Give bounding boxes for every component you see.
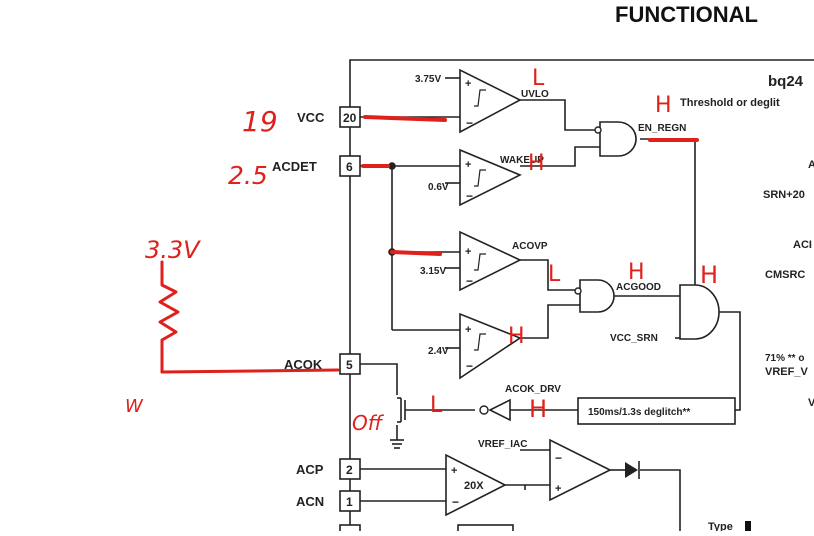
deglitch-label: 150ms/1.3s deglitch** — [588, 407, 690, 418]
right-label-vref: VREF_V — [765, 366, 808, 378]
annotation-acgood-state: H — [628, 260, 645, 285]
acovp-ref-label: 3.15V — [420, 266, 446, 277]
annotation-pullup: 3.3V — [145, 236, 201, 264]
uvlo-ref-label: 3.75V — [415, 74, 441, 85]
ink-acok-wire — [160, 368, 340, 374]
acok-fet — [397, 397, 406, 423]
pin-vcc: VCC 20 — [297, 106, 361, 128]
svg-text:+: + — [465, 159, 471, 171]
annotation-uvlo-state: L — [532, 66, 545, 91]
chip-note: Threshold or deglit — [680, 97, 780, 109]
type-marker — [745, 521, 751, 531]
svg-text:+: + — [451, 465, 457, 477]
current-sense-amplifier: + − 20X — [445, 453, 507, 517]
right-label-ac: ACI — [793, 239, 812, 251]
comparator-uvlo: + − 3.75V UVLO — [415, 68, 549, 134]
annotation-en-regn-state: H — [655, 93, 672, 118]
ink-resistor — [158, 260, 180, 374]
pin-acp: ACP 2 — [296, 458, 361, 480]
acok-driver: ACOK_DRV 150ms/1.3s deglitch** — [479, 384, 736, 425]
uvlo-output-label: UVLO — [521, 89, 549, 100]
comparator-acovp: + − 3.15V ACOVP — [420, 230, 548, 292]
annotation-fet-state: Off — [352, 411, 385, 435]
right-labels: A SRN+20 ACI CMSRC 71% ** o VREF_V V Typ… — [708, 159, 814, 533]
svg-text:−: − — [452, 495, 459, 509]
svg-text:+: + — [465, 78, 471, 90]
svg-text:+: + — [555, 483, 561, 495]
annotation-load: W — [125, 396, 144, 417]
svg-text:−: − — [555, 451, 562, 465]
and-gate-output: VCC_SRN — [610, 284, 720, 344]
handwritten-annotations: 19 2.5 3.3V L H H L H H H L H Off W — [125, 66, 718, 435]
annotation-acovp-state: L — [548, 262, 561, 287]
vcc-srn-label: VCC_SRN — [610, 333, 658, 344]
annotation-vcc-value: 19 — [242, 105, 278, 138]
acovp-output-label: ACOVP — [512, 241, 548, 252]
deglitch-box — [577, 397, 736, 425]
annotation-drv-state: L — [430, 393, 443, 418]
pin-vcc-label: VCC — [297, 110, 325, 125]
chip-name: bq24 — [768, 73, 804, 90]
pin-acok-number: 5 — [346, 358, 353, 372]
annotation-and-state: H — [700, 261, 718, 289]
acok-drv-label: ACOK_DRV — [505, 384, 561, 395]
pin-acdet: ACDET 6 — [272, 155, 361, 177]
vref-iac-comparator: − + VREF_IAC — [478, 438, 612, 502]
gain-label: 20X — [464, 480, 484, 492]
pin-acok: ACOK 5 — [284, 353, 361, 375]
svg-text:−: − — [466, 274, 473, 288]
svg-text:−: − — [466, 189, 473, 203]
wakeup-output-label: WAKEUP — [500, 155, 544, 166]
wakeup-ref-label: 0.6V — [428, 182, 449, 193]
svg-text:+: + — [465, 246, 471, 258]
right-label-pct: 71% ** o — [765, 353, 804, 364]
and-gate-acgood: ACGOOD — [574, 279, 661, 313]
acgood-label: ACGOOD — [616, 282, 661, 293]
comparator-wakeup: + − 0.6V WAKEUP — [428, 148, 544, 207]
low-ref-label: 2.4V — [428, 346, 449, 357]
pin-acp-label: ACP — [296, 462, 324, 477]
pin-acdet-label: ACDET — [272, 159, 317, 174]
svg-text:−: − — [466, 116, 473, 130]
annotation-low-state: H — [508, 324, 525, 349]
pin-acok-label: ACOK — [284, 357, 323, 372]
right-label-a: A — [808, 159, 814, 171]
svg-text:+: + — [465, 324, 471, 336]
right-label-cmsrc: CMSRC — [765, 269, 805, 281]
pin-acn-label: ACN — [296, 494, 324, 509]
right-label-type: Type — [708, 521, 733, 531]
pin-acdet-number: 6 — [346, 160, 353, 174]
annotation-acdet-value: 2.5 — [228, 161, 268, 190]
right-label-srn: SRN+20 — [763, 189, 805, 201]
ink-acovp-highlight — [390, 250, 442, 256]
pin-acn: ACN 1 — [296, 490, 361, 512]
annotation-buf-state: H — [529, 395, 547, 423]
pin-vcc-number: 20 — [343, 111, 357, 125]
diode — [625, 461, 640, 479]
and-gate-en-regn: EN_REGN — [594, 121, 686, 157]
pin-acp-number: 2 — [346, 463, 353, 477]
svg-text:−: − — [466, 359, 473, 373]
annotation-wakeup-state: H — [528, 151, 545, 176]
ink-vcc-highlight — [363, 115, 447, 122]
right-label-v: V — [808, 397, 814, 409]
page-title: FUNCTIONAL — [615, 2, 758, 27]
pin-acn-number: 1 — [346, 495, 353, 509]
comparator-low: + − 2.4V — [428, 312, 522, 380]
en-regn-label: EN_REGN — [638, 123, 686, 134]
pin-partial — [339, 524, 361, 536]
vref-iac-label: VREF_IAC — [478, 439, 527, 450]
